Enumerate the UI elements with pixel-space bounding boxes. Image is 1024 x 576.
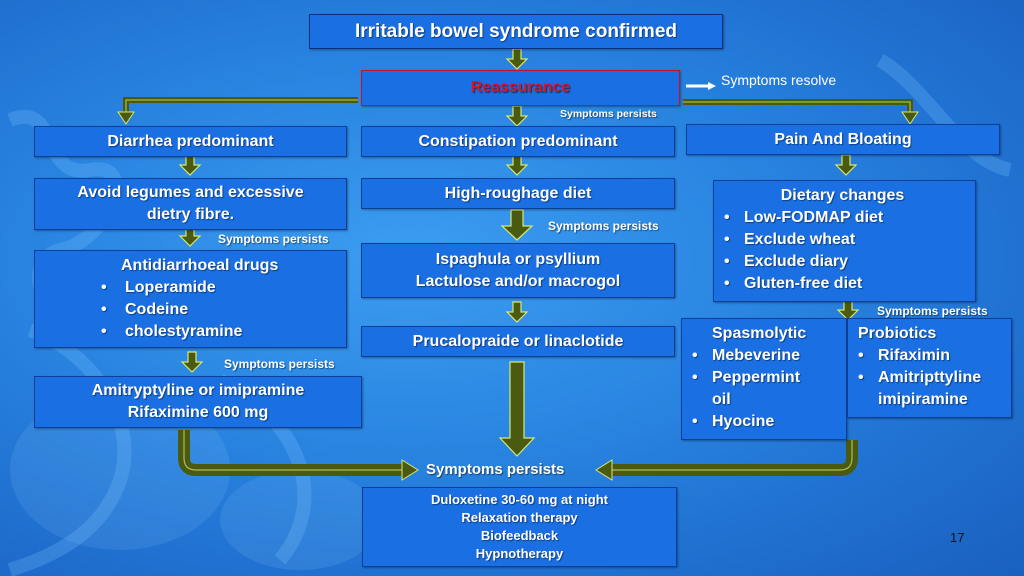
- final-line-duloxetine: Duloxetine 30-60 mg at night: [431, 492, 608, 507]
- arrow-diarrhea-1: [179, 154, 201, 176]
- header-pain: Pain And Bloating: [686, 124, 1000, 155]
- diarrhea-step-avoid-legumes: Avoid legumes and excessive dietry fibre…: [34, 178, 347, 230]
- symptoms-persists-label-bottom: Symptoms persists: [426, 461, 565, 478]
- spasmolytic-list: Mebeverine Peppermint oil Hyocine: [686, 345, 840, 433]
- dietary-changes-box: Dietary changes Low-FODMAP diet Exclude …: [713, 180, 976, 302]
- symptoms-persists-label-top: Symptoms persists: [560, 108, 657, 120]
- diarrhea-step1-line2: dietry fibre.: [146, 206, 235, 223]
- final-line-hypnotherapy: Hypnotherapy: [475, 546, 564, 561]
- diarrhea-step1-line1: Avoid legumes and excessive: [77, 184, 304, 201]
- diarrhea-step3-line1: Amitryptyline or imipramine: [91, 382, 305, 399]
- symptoms-persists-label-constipation: Symptoms persists: [548, 219, 659, 233]
- header-constipation-label: Constipation predominant: [418, 132, 618, 150]
- arrow-pain-1: [835, 154, 857, 176]
- symptoms-persists-label-diarrhea-2: Symptoms persists: [224, 357, 335, 371]
- header-diarrhea-label: Diarrhea predominant: [107, 132, 274, 150]
- list-item: Peppermint oil: [686, 367, 812, 411]
- title-box: Irritable bowel syndrome confirmed: [309, 14, 723, 49]
- page-number: 17: [950, 530, 965, 545]
- antidiarrhoeal-title: Antidiarrhoeal drugs: [121, 257, 279, 274]
- arrow-diarrhea-3: [181, 351, 203, 373]
- connector-to-pain: [683, 99, 913, 114]
- list-item: Gluten-free diet: [718, 273, 967, 295]
- list-item: Rifaximin: [852, 345, 1005, 367]
- arrow-left-curve: [178, 430, 404, 476]
- list-item: cholestyramine: [95, 321, 338, 343]
- constipation-step-prucalopride: Prucalopraide or linaclotide: [361, 326, 675, 357]
- arrow-reassurance-to-constipation: [506, 105, 528, 127]
- diarrhea-step-amitryptyline: Amitryptyline or imipramine Rifaximine 6…: [34, 376, 362, 428]
- list-item: Exclude wheat: [718, 229, 967, 251]
- connector-to-diarrhea: [123, 97, 358, 114]
- spasmolytic-box: Spasmolytic Mebeverine Peppermint oil Hy…: [681, 318, 847, 440]
- arrow-right-curve: [610, 440, 858, 476]
- symptoms-resolve-label: Symptoms resolve: [721, 72, 837, 88]
- arrow-constipation-long: [498, 361, 536, 457]
- symptoms-persists-label-pain: Symptoms persists: [877, 304, 988, 318]
- arrow-title-to-reassurance: [506, 48, 528, 70]
- list-item: Low-FODMAP diet: [718, 207, 967, 229]
- reassurance-label: Reassurance: [470, 79, 571, 96]
- header-constipation: Constipation predominant: [361, 126, 675, 157]
- header-pain-label: Pain And Bloating: [774, 130, 912, 148]
- list-item: Loperamide: [95, 277, 338, 299]
- list-item: Amitripttyline imipiramine: [852, 367, 1005, 411]
- list-item: Mebeverine: [686, 345, 840, 367]
- final-line-relaxation: Relaxation therapy: [461, 510, 578, 525]
- constipation-step2-line1: Ispaghula or psyllium: [435, 250, 601, 268]
- diarrhea-step3-line2: Rifaximine 600 mg: [127, 404, 269, 421]
- header-diarrhea: Diarrhea predominant: [34, 126, 347, 157]
- diagram-title: Irritable bowel syndrome confirmed: [354, 20, 678, 42]
- probiotics-box: Probiotics Rifaximin Amitripttyline imip…: [847, 318, 1012, 418]
- antidiarrhoeal-drugs-box: Antidiarrhoeal drugs Loperamide Codeine …: [34, 250, 347, 348]
- list-item: Codeine: [95, 299, 338, 321]
- symptoms-persists-label-diarrhea-1: Symptoms persists: [218, 232, 329, 246]
- list-item: Exclude diary: [718, 251, 967, 273]
- probiotics-title: Probiotics: [858, 325, 937, 342]
- constipation-step-high-roughage: High-roughage diet: [361, 178, 675, 209]
- dietary-changes-title: Dietary changes: [780, 187, 905, 204]
- reassurance-box: Reassurance: [361, 70, 680, 106]
- spasmolytic-title: Spasmolytic: [712, 325, 807, 342]
- arrow-constipation-1: [506, 154, 528, 176]
- antidiarrhoeal-list: Loperamide Codeine cholestyramine: [95, 277, 338, 343]
- final-therapy-box: Duloxetine 30-60 mg at night Relaxation …: [362, 487, 677, 567]
- arrow-constipation-3: [506, 301, 528, 323]
- list-item: Hyocine: [686, 411, 840, 433]
- constipation-step2-line2: Lactulose and/or macrogol: [415, 272, 621, 290]
- constipation-step3-label: Prucalopraide or linaclotide: [412, 332, 624, 350]
- arrow-constipation-2: [500, 209, 534, 241]
- constipation-step1-label: High-roughage diet: [444, 184, 592, 202]
- final-line-biofeedback: Biofeedback: [480, 528, 559, 543]
- arrow-pain-2: [837, 299, 859, 321]
- constipation-step-ispaghula: Ispaghula or psyllium Lactulose and/or m…: [361, 243, 675, 298]
- probiotics-list: Rifaximin Amitripttyline imipiramine: [852, 345, 1005, 411]
- dietary-changes-list: Low-FODMAP diet Exclude wheat Exclude di…: [718, 207, 967, 295]
